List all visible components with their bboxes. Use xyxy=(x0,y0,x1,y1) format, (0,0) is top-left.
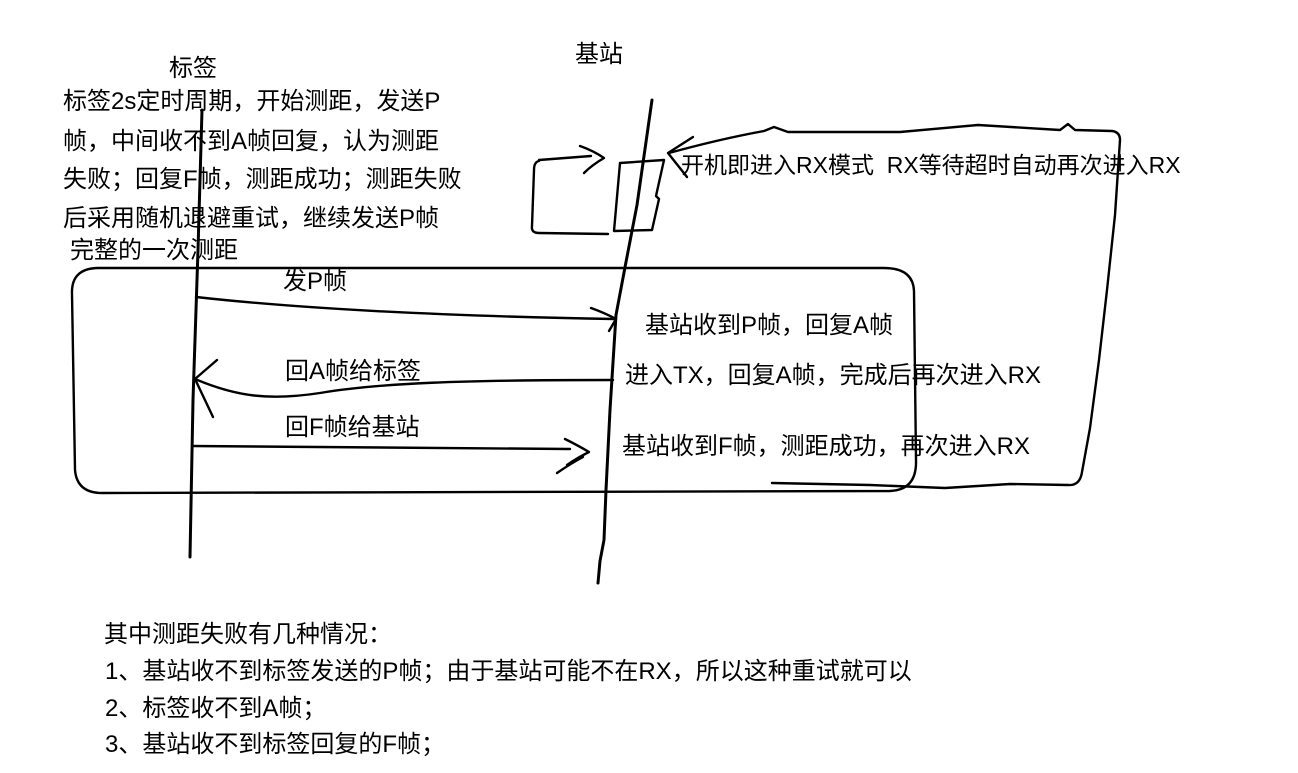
tag-note-line: 标签2s定时周期，开始测距，发送P xyxy=(63,88,441,115)
message-label-p: 发P帧 xyxy=(283,268,348,295)
tag-note-line: 后采用随机退避重试，继续发送P帧 xyxy=(63,205,440,232)
p-frame-arrowhead xyxy=(589,306,618,333)
message-label-a: 回A帧给标签 xyxy=(285,358,422,385)
failure-title: 其中测距失败有几种情况： xyxy=(104,621,392,648)
message-label-f: 回F帧给基站 xyxy=(285,414,420,441)
rx-activation-box xyxy=(612,158,666,233)
tag-header: 标签 xyxy=(169,55,217,82)
session-box-label: 完整的一次测距 xyxy=(70,237,238,264)
base-header: 基站 xyxy=(575,41,623,68)
tag-note-line: 帧，中间收不到A帧回复，认为测距 xyxy=(63,128,440,155)
base-annotation-a: 进入TX，回复A帧，完成后再次进入RX xyxy=(625,362,1042,389)
tag-note-line: 失败；回复F帧，测距成功；测距失败 xyxy=(63,166,462,193)
a-frame-arrow xyxy=(193,377,615,398)
base-annotation-p: 基站收到P帧，回复A帧 xyxy=(645,312,894,339)
tag-lifeline xyxy=(188,108,204,559)
base-lifeline xyxy=(596,98,654,585)
rx-loop-arrow xyxy=(530,144,610,236)
a-frame-arrowhead xyxy=(193,358,219,419)
session-box xyxy=(70,266,918,495)
rx-mode-note: 开机即进入RX模式 RX等待超时自动再次进入RX xyxy=(681,152,1181,178)
failure-item-1: 1、基站收不到标签发送的P帧；由于基站可能不在RX，所以这种重试就可以 xyxy=(105,658,912,685)
p-frame-arrow xyxy=(194,295,616,321)
f-frame-arrow xyxy=(190,444,572,451)
retry-loop-arrow xyxy=(667,122,1122,490)
failure-item-2: 2、标签收不到A帧； xyxy=(105,695,327,722)
f-frame-arrowhead xyxy=(555,437,591,475)
base-annotation-f: 基站收到F帧，测距成功，再次进入RX xyxy=(622,433,1030,460)
failure-item-3: 3、基站收不到标签回复的F帧； xyxy=(105,731,446,758)
retry-loop-arrowhead xyxy=(666,135,695,179)
